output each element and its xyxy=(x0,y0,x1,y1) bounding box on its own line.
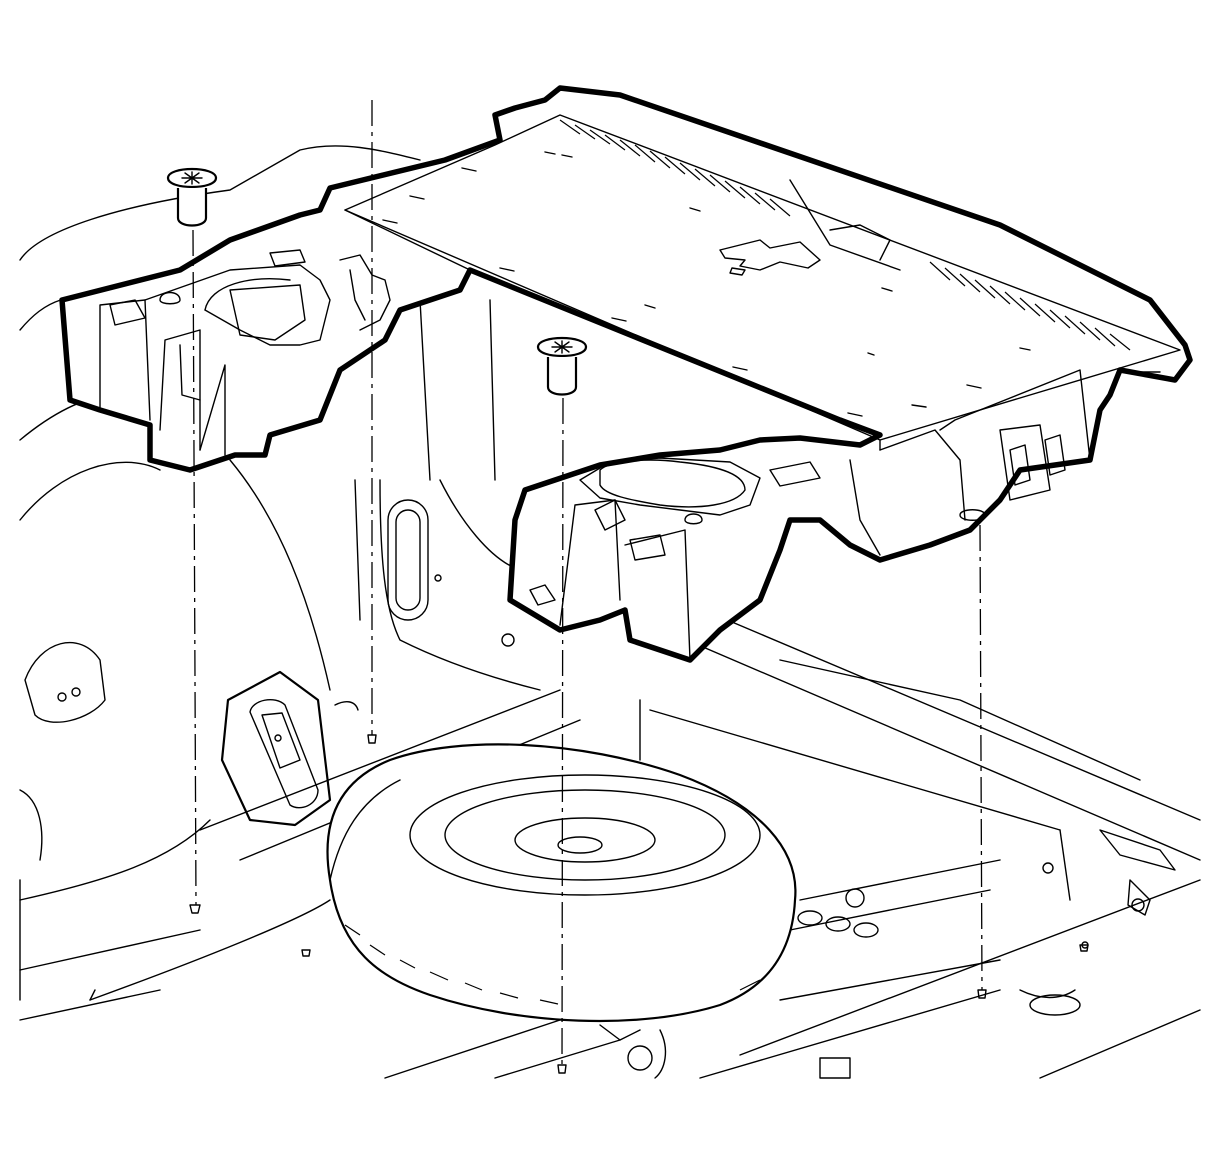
push-pin-retainer-icon xyxy=(166,168,218,227)
alignment-guide-lines xyxy=(192,100,983,1066)
rear-compartment-trim-panel xyxy=(59,85,1193,663)
push-pin-retainer-icon xyxy=(536,337,588,396)
spare-tire xyxy=(326,743,797,1023)
vehicle-body-structure xyxy=(19,145,1201,1079)
floor-mounting-studs xyxy=(189,734,1089,1074)
jack-mount-bracket xyxy=(220,670,332,827)
push-pin-retainer-left xyxy=(166,168,218,227)
guide-line-4 xyxy=(979,524,983,991)
rear-shelf-grille xyxy=(559,119,1131,351)
shelf-clip-slots xyxy=(382,151,1161,417)
push-pin-retainer-center xyxy=(536,337,588,396)
guide-line-3 xyxy=(561,397,564,1066)
guide-line-1 xyxy=(192,229,197,906)
